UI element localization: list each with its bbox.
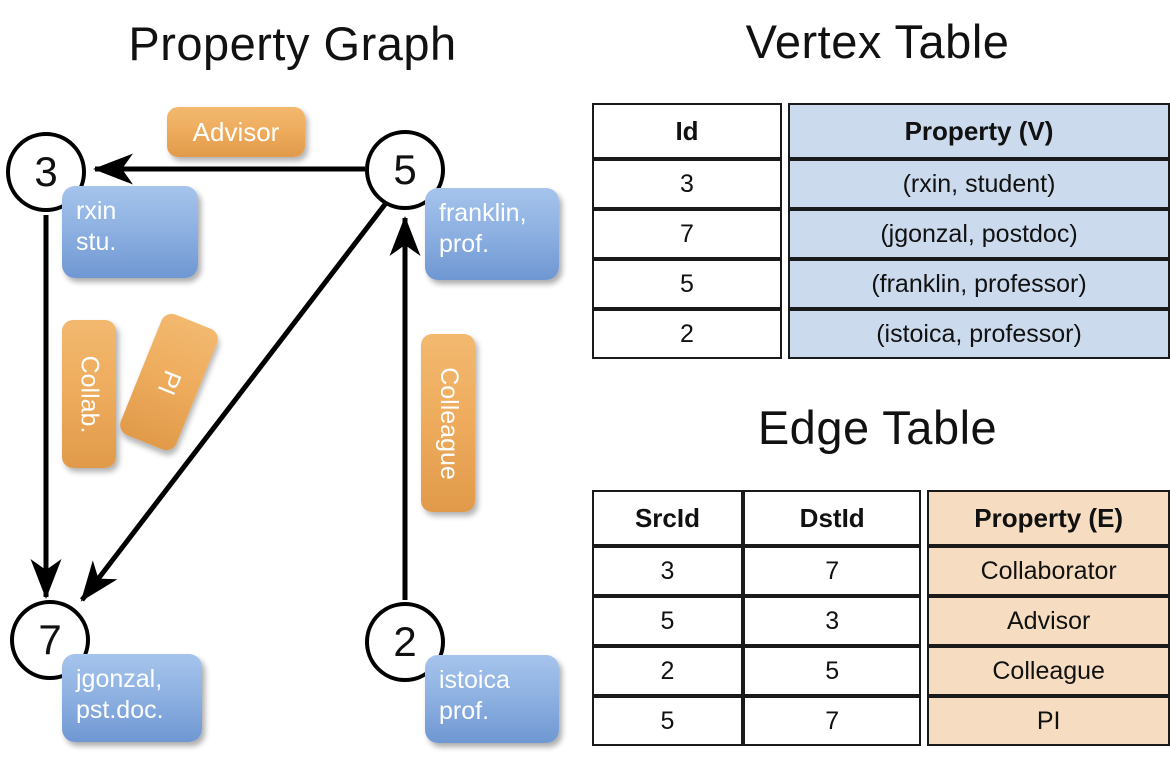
edge-cell-property: PI [927,696,1170,746]
table-row: 3 7 Collaborator [592,546,1170,596]
edge-cell-srcid: 3 [592,546,743,596]
edge-cell-srcid: 2 [592,646,743,696]
edge-cell-dstid: 7 [742,696,922,746]
vertex-table-header-id: Id [592,103,782,159]
node-property-box-istoica: istoica prof. [425,655,559,743]
graph-node-2[interactable]: 2 [365,602,445,682]
edge-label-text: Collab. [75,355,104,433]
table-row: 5 7 PI [592,696,1170,746]
vertex-table: Id Property (V) 3 (rxin, student) 7 (jgo… [592,103,1170,359]
graph-node-5[interactable]: 5 [365,130,445,210]
page-title-edge-table: Edge Table [757,401,998,454]
vertex-cell-id: 3 [592,159,782,209]
node-property-line: istoica [439,666,510,694]
table-row: 7 (jgonzal, postdoc) [592,209,1170,259]
edge-5-to-7 [80,201,388,602]
table-header-row: SrcId DstId Property (E) [592,490,1170,546]
edge-label-advisor: Advisor [167,107,305,157]
table-row: 3 (rxin, student) [592,159,1170,209]
edge-table: SrcId DstId Property (E) 3 7 Collaborato… [592,490,1170,746]
node-property-line: prof. [439,230,490,259]
edge-cell-dstid: 5 [742,646,922,696]
node-property-line: pst.doc. [76,696,164,725]
table-row: 2 (istoica, professor) [592,309,1170,359]
edge-table-header-dstid: DstId [742,490,922,546]
vertex-cell-id: 2 [592,309,782,359]
edge-label-collab: Collab. [62,320,116,468]
edge-cell-srcid: 5 [592,596,743,646]
edge-cell-property: Colleague [927,646,1170,696]
table-row: 5 (franklin, professor) [592,259,1170,309]
edge-label-text: Colleague [434,366,463,480]
node-property-line: rxin [76,197,117,225]
edge-cell-dstid: 7 [742,546,922,596]
edge-label-colleague: Colleague [421,334,475,512]
node-property-box-rxin: rxin stu. [62,186,198,278]
edge-cell-property: Advisor [927,596,1170,646]
vertex-cell-property: (istoica, professor) [788,309,1170,359]
page-title-vertex-table: Vertex Table [745,15,1010,68]
edge-cell-srcid: 5 [592,696,743,746]
edge-table-header-srcid: SrcId [592,490,743,546]
node-property-line: jgonzal, [76,665,163,693]
vertex-cell-property: (jgonzal, postdoc) [788,209,1170,259]
vertex-table-header-property: Property (V) [788,103,1170,159]
graph-edges-svg [30,153,421,602]
edge-cell-dstid: 3 [742,596,922,646]
node-property-line: franklin, [439,199,527,227]
vertex-cell-id: 5 [592,259,782,309]
page-title-property-graph: Property Graph [128,17,457,70]
edge-label-text: Advisor [192,116,280,147]
property-graph-diagram: 3 5 7 2 rxin stu. franklin, prof. jgonza… [6,107,559,743]
node-property-line: stu. [76,228,117,257]
table-row: 2 5 Colleague [592,646,1170,696]
vertex-cell-property: (rxin, student) [788,159,1170,209]
edge-table-header-property: Property (E) [927,490,1170,546]
edge-cell-property: Collaborator [927,546,1170,596]
node-property-box-franklin: franklin, prof. [425,188,559,280]
vertex-cell-property: (franklin, professor) [788,259,1170,309]
vertex-cell-id: 7 [592,209,782,259]
node-property-box-jgonzal: jgonzal, pst.doc. [62,654,202,742]
table-row: 5 3 Advisor [592,596,1170,646]
table-header-row: Id Property (V) [592,103,1170,159]
node-property-line: prof. [439,697,490,726]
edge-label-text: PI [152,365,187,399]
